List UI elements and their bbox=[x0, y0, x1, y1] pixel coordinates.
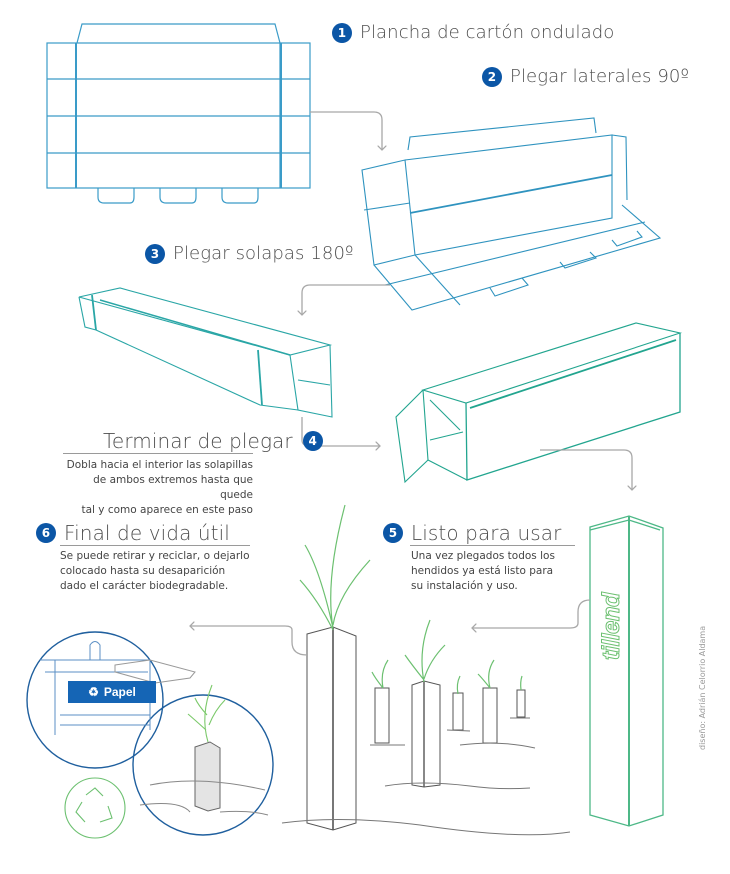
arrow-planting-to-step6 bbox=[190, 626, 308, 656]
brand-logo: tillend bbox=[598, 592, 626, 660]
step-3-badge: 3 bbox=[145, 243, 165, 264]
small-tube-drawing bbox=[139, 741, 269, 816]
step-1-badge: 1 bbox=[332, 22, 352, 43]
step-5-title: 5 Listo para usar bbox=[383, 521, 561, 545]
step-2-title: 2 Plegar laterales 90º bbox=[482, 66, 689, 87]
ready-tube-drawing bbox=[589, 515, 664, 827]
step-5-divider bbox=[410, 545, 575, 546]
step-5-badge: 5 bbox=[383, 523, 403, 543]
arrow-step1-to-step2 bbox=[310, 111, 382, 150]
small-seedling-drawing bbox=[187, 684, 226, 743]
step-4-label: Terminar de plegar bbox=[103, 429, 293, 453]
arrow-step2-to-step3 bbox=[302, 284, 390, 315]
step-6-divider bbox=[60, 545, 250, 546]
recycle-icon: ♻ bbox=[88, 685, 99, 699]
folded-sides-drawing bbox=[361, 117, 662, 311]
arrow-step4-to-step5 bbox=[540, 449, 632, 490]
step-4-divider bbox=[63, 453, 253, 454]
step-5-label: Listo para usar bbox=[411, 521, 562, 545]
step-4-title: Terminar de plegar 4 bbox=[103, 429, 323, 453]
recycling-scene-drawing bbox=[26, 631, 274, 836]
step-2-badge: 2 bbox=[482, 66, 502, 87]
step-5-description: Una vez plegados todos los hendidos ya e… bbox=[411, 550, 555, 592]
flat-sheet-drawing bbox=[46, 23, 311, 204]
step-1-title: 1 Plancha de cartón ondulado bbox=[332, 22, 614, 43]
recycle-icon bbox=[64, 777, 126, 839]
arrow-step5-to-planting bbox=[472, 599, 591, 628]
design-credit: diseño: Adrián Celorrio Aldama bbox=[698, 625, 707, 750]
step-6-label: Final de vida útil bbox=[64, 521, 230, 545]
step-1-label: Plancha de cartón ondulado bbox=[360, 22, 615, 43]
seedlings-drawing bbox=[299, 504, 523, 695]
finishing-fold-drawing bbox=[395, 322, 683, 484]
step-4-description: Dobla hacia el interior las solapillas d… bbox=[66, 459, 253, 516]
step-2-label: Plegar laterales 90º bbox=[510, 66, 690, 87]
step-6-badge: 6 bbox=[36, 523, 56, 543]
step-3-title: 3 Plegar solapas 180º bbox=[145, 243, 354, 264]
folded-flaps-drawing bbox=[78, 287, 333, 418]
step-6-description: Se puede retirar y reciclar, o dejarlo c… bbox=[60, 550, 250, 592]
planted-tubes-drawing bbox=[281, 626, 571, 836]
step-6-title: 6 Final de vida útil bbox=[36, 521, 230, 545]
step-4-badge: 4 bbox=[302, 431, 323, 451]
paper-bin-label: ♻ Papel bbox=[68, 681, 156, 703]
step-3-label: Plegar solapas 180º bbox=[173, 243, 354, 264]
